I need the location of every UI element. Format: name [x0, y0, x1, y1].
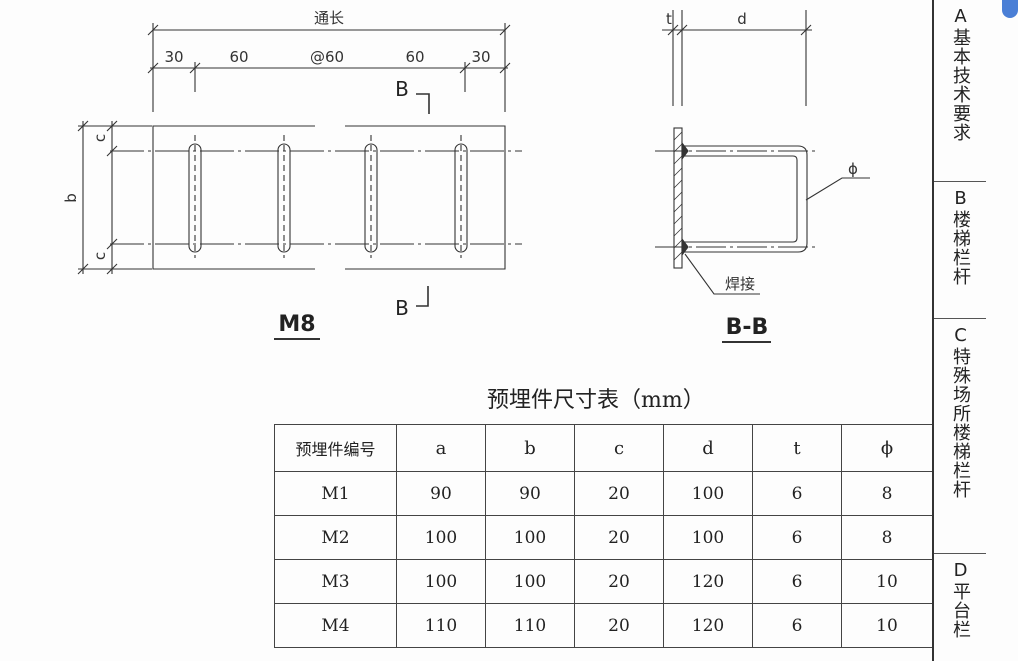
table-cell: 120: [663, 603, 753, 648]
scroll-indicator[interactable]: [1002, 0, 1018, 18]
table-cell: 100: [663, 471, 753, 516]
dim-c-top-label: c: [91, 134, 109, 142]
table-cell: 100: [485, 559, 575, 604]
table-cell: 6: [752, 515, 842, 560]
spacing-label: @60: [310, 48, 344, 66]
weld-label: 焊接: [725, 275, 755, 293]
spacing-label: 60: [405, 48, 424, 66]
table-row: M2 100 100 20 100 6 8: [274, 515, 933, 560]
table-cell: M1: [274, 471, 397, 516]
table-cell: M3: [274, 559, 397, 604]
chapter-tab-b[interactable]: B楼梯栏杆: [934, 182, 986, 319]
table-cell: 20: [574, 603, 664, 648]
table-title: 预埋件尺寸表（mm）: [487, 388, 705, 413]
m8-title: M8: [278, 312, 315, 337]
table-cell: M2: [274, 515, 397, 560]
table-row: M3 100 100 20 120 6 10: [274, 559, 933, 604]
table-cell: 100: [663, 515, 753, 560]
overall-length-label: 通长: [314, 9, 344, 27]
table-cell: 20: [574, 471, 664, 516]
dim-d-label: d: [737, 10, 747, 28]
chapter-tab-label: 基本技术要求: [950, 28, 971, 142]
table-cell: 8: [841, 515, 933, 560]
table-row: M1 90 90 20 100 6 8: [274, 471, 933, 516]
table-header-row: 预埋件编号 a b c d t ϕ: [274, 424, 933, 472]
table-cell: 6: [752, 559, 842, 604]
spacing-label: 60: [229, 48, 248, 66]
header-cell: ϕ: [841, 424, 933, 472]
section-mark-top: B: [395, 77, 409, 101]
chapter-tab-label: 楼梯栏杆: [950, 210, 971, 286]
chapter-tabs: A基本技术要求 B楼梯栏杆 C特殊场所楼梯栏杆 D平台栏: [932, 0, 988, 661]
table-cell: 90: [485, 471, 575, 516]
table-cell: 10: [841, 559, 933, 604]
table-cell: 8: [841, 471, 933, 516]
header-cell: d: [663, 424, 753, 472]
chapter-tab-c[interactable]: C特殊场所楼梯栏杆: [934, 319, 986, 554]
table-cell: 100: [396, 559, 486, 604]
spacing-label: 30: [164, 48, 183, 66]
spacing-label: 30: [471, 48, 490, 66]
chapter-tab-a[interactable]: A基本技术要求: [934, 0, 986, 182]
table-cell: 110: [396, 603, 486, 648]
dim-t-label: t: [666, 10, 672, 28]
table-cell: 90: [396, 471, 486, 516]
table-cell: 20: [574, 559, 664, 604]
header-cell: 预埋件编号: [274, 424, 397, 472]
embedded-parts-table: 预埋件编号 a b c d t ϕ M1 90 90 20 100 6 8 M2…: [274, 424, 933, 648]
table-cell: 110: [485, 603, 575, 648]
header-cell: a: [396, 424, 486, 472]
chapter-tab-letter: B: [950, 188, 971, 210]
table-cell: 100: [485, 515, 575, 560]
header-cell: b: [485, 424, 575, 472]
chapter-tab-letter: D: [950, 560, 971, 582]
phi-label: ϕ: [848, 160, 858, 178]
table-row: M4 110 110 20 120 6 10: [274, 603, 933, 648]
chapter-tab-letter: C: [950, 325, 971, 347]
dim-b-label: b: [62, 193, 80, 203]
table-cell: 6: [752, 471, 842, 516]
chapter-tab-label: 平台栏: [950, 582, 971, 639]
section-title: B-B: [726, 315, 769, 340]
table-cell: 100: [396, 515, 486, 560]
chapter-tab-label: 特殊场所楼梯栏杆: [950, 347, 971, 499]
table-cell: M4: [274, 603, 397, 648]
section-mark-bottom: B: [395, 296, 409, 320]
header-cell: t: [752, 424, 842, 472]
table-cell: 10: [841, 603, 933, 648]
header-cell: c: [574, 424, 664, 472]
table-cell: 120: [663, 559, 753, 604]
table-cell: 6: [752, 603, 842, 648]
chapter-tab-d[interactable]: D平台栏: [934, 554, 986, 661]
table-cell: 20: [574, 515, 664, 560]
chapter-tab-letter: A: [950, 6, 971, 28]
dim-c-bottom-label: c: [91, 252, 109, 260]
technical-drawing: 通长 30 60 @60 60 30 b c c B B M8 t d ϕ 焊接…: [62, 9, 870, 343]
